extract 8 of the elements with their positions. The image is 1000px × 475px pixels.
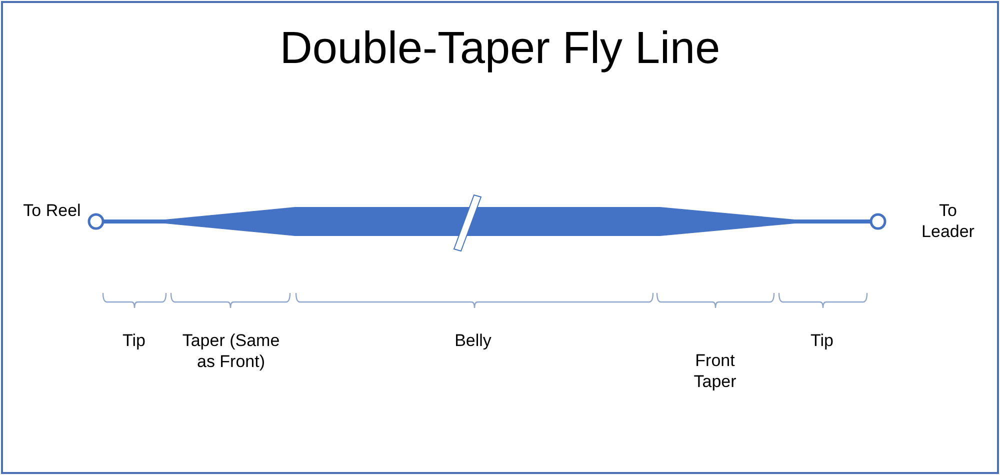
section-label: Belly [454,330,492,351]
title: Double-Taper Fly Line [278,22,722,74]
section-label: Taper (Same as Front) [181,330,281,372]
section-label: Front Taper [692,350,738,392]
section-label: Tip [810,330,834,351]
section-label: Tip [122,330,146,351]
end-label: To Leader [920,200,976,242]
end-label: To Reel [22,200,82,221]
